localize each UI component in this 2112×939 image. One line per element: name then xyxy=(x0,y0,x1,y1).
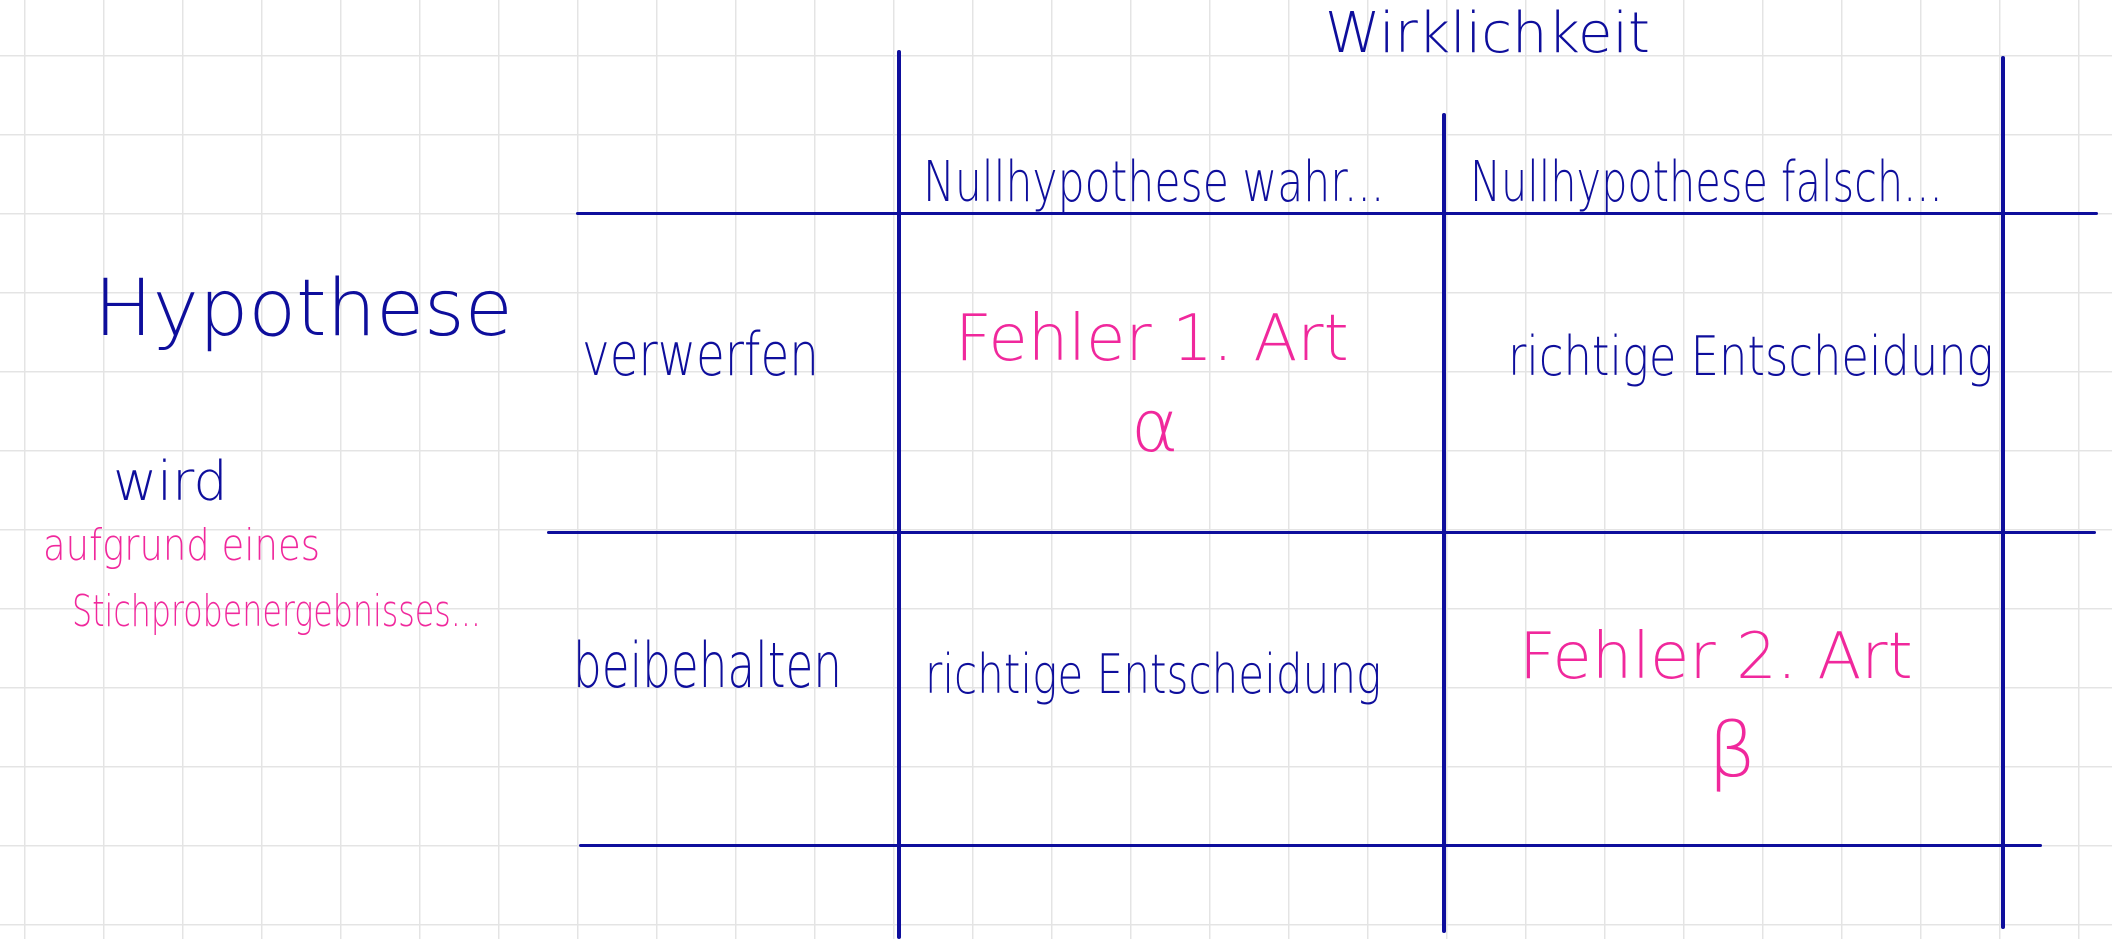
cell-type1-error: Fehler 1. Art xyxy=(955,302,1349,376)
cell-correct-decision-1: richtige Entscheidung xyxy=(1508,325,1994,388)
row-label-reject: verwerfen xyxy=(582,320,819,390)
wird-label: wird xyxy=(113,450,228,513)
table-vertical-line-left xyxy=(897,50,901,939)
cell-type2-error: Fehler 2. Art xyxy=(1519,620,1913,694)
column-header-null-true: Nullhypothese wahr... xyxy=(923,150,1385,215)
table-vertical-line-right xyxy=(2001,56,2005,929)
table-horizontal-line-middle xyxy=(547,531,2096,534)
column-header-null-false: Nullhypothese falsch... xyxy=(1470,150,1943,215)
table-horizontal-line-bottom xyxy=(579,844,2042,847)
cell-correct-decision-2: richtige Entscheidung xyxy=(925,643,1382,706)
reality-heading: Wirklichkeit xyxy=(1325,1,1650,66)
row-label-keep: beibehalten xyxy=(573,629,843,702)
alpha-symbol: α xyxy=(1131,384,1179,468)
table-vertical-line-middle xyxy=(1442,113,1446,933)
hypothesis-heading: Hypothese xyxy=(94,264,513,354)
basis-label-line2: Stichprobenergebnisses... xyxy=(72,586,481,637)
basis-label-line1: aufgrund eines xyxy=(43,520,320,571)
table-horizontal-line-header xyxy=(576,212,2098,215)
beta-symbol: β xyxy=(1708,705,1757,794)
